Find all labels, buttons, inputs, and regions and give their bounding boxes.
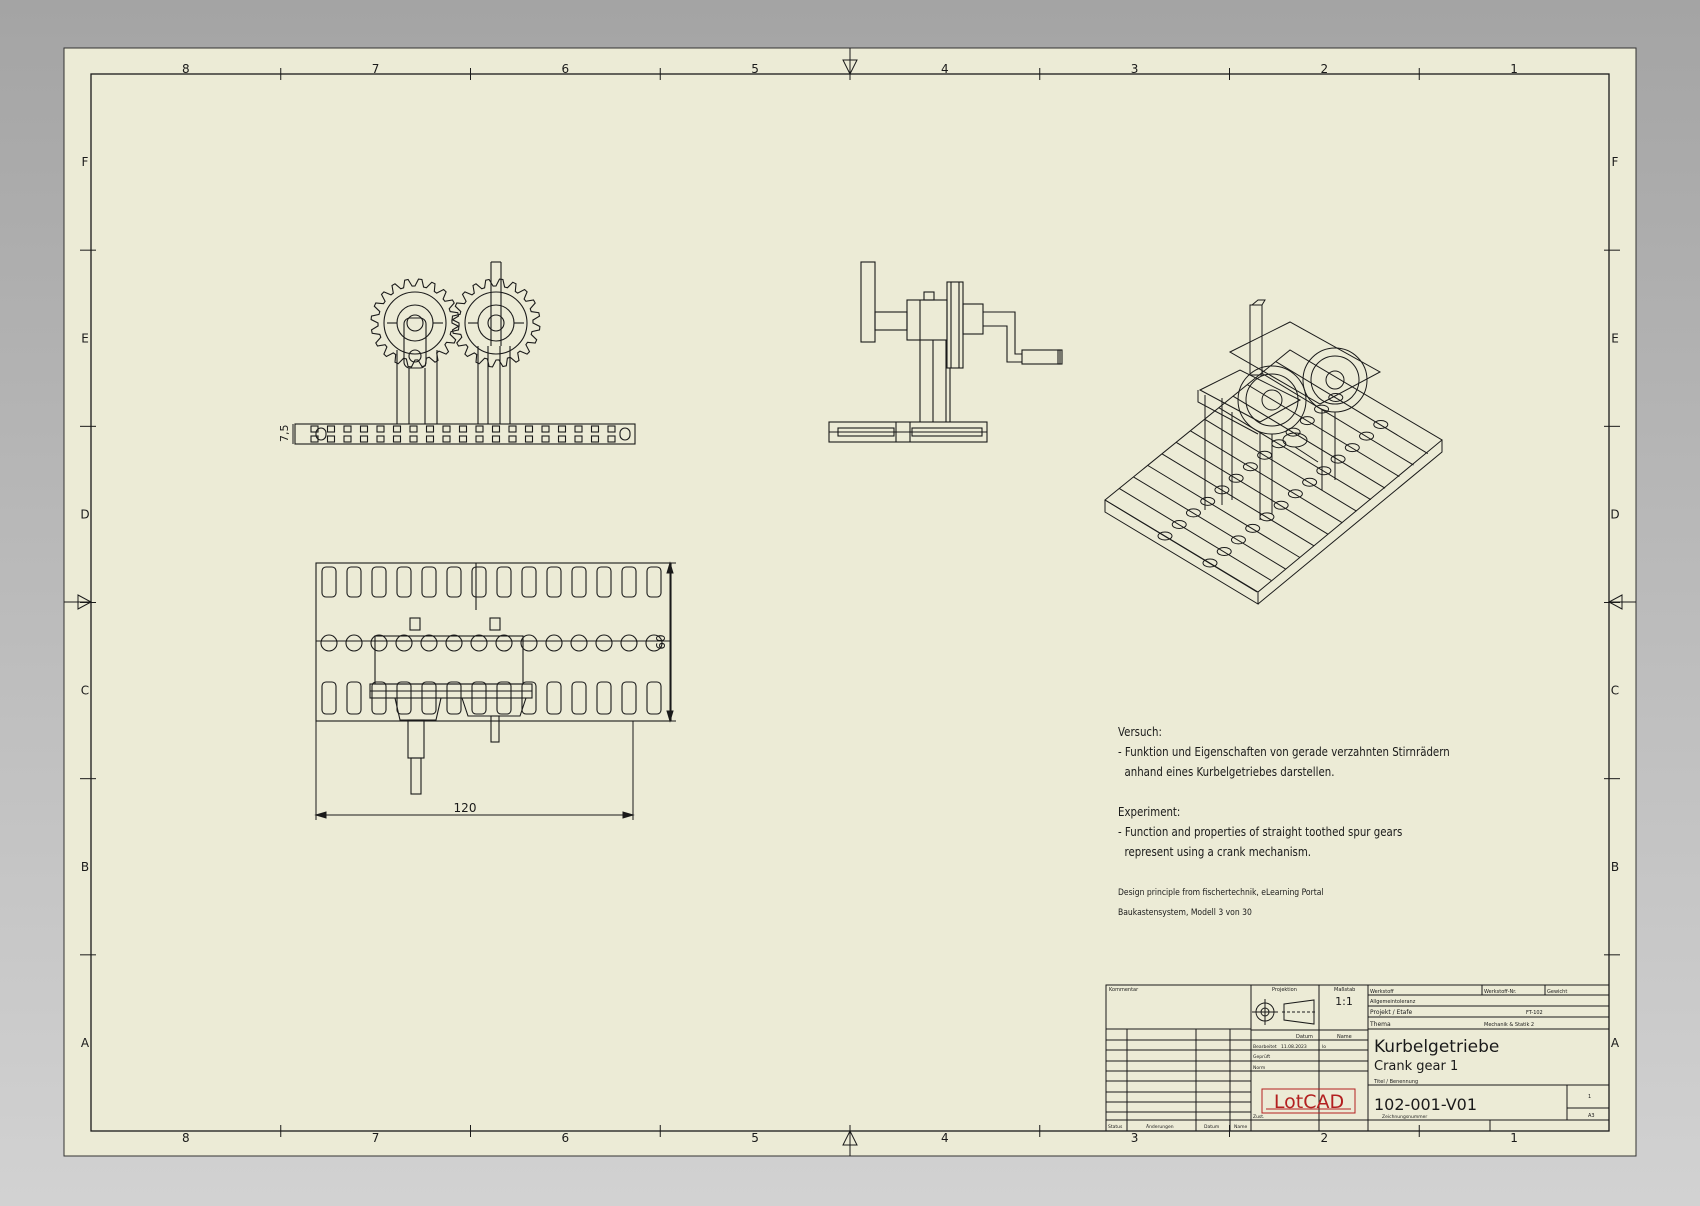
tb-allgemeintoleranz: Allgemeintoleranz (1370, 999, 1416, 1005)
tb-blatt: 1 (1588, 1094, 1591, 1100)
centering-marks (64, 48, 1636, 1156)
tb-name: Name (1337, 1034, 1352, 1040)
tb-bearbeitet-date: 11.08.2023 (1281, 1044, 1307, 1050)
zone-col-label: 5 (751, 1131, 759, 1145)
versuch-line2: anhand eines Kurbelgetriebes darstellen. (1118, 765, 1335, 779)
zone-col-label: 6 (562, 62, 570, 76)
zone-col-label: 8 (182, 62, 190, 76)
tb-name2: Name (1234, 1124, 1248, 1130)
tb-projekt-label: Projekt / Etafe (1370, 1009, 1412, 1016)
title-block-text: Kommentar Projektion Maßstab 1:1 Werksto… (1108, 987, 1595, 1130)
zone-col-label: 6 (562, 1131, 570, 1145)
zone-col-label: 3 (1131, 62, 1139, 76)
zone-col-label: 1 (1510, 1131, 1518, 1145)
tb-drawing-no: 102-001-V01 (1374, 1095, 1477, 1114)
zone-col-label: 2 (1321, 1131, 1329, 1145)
zone-col-label: 7 (372, 62, 380, 76)
tb-massstab-label: Maßstab (1334, 987, 1355, 993)
experiment-line1: - Function and properties of straight to… (1118, 825, 1403, 839)
tb-gewicht: Gewicht (1547, 989, 1567, 995)
zone-col-label: 7 (372, 1131, 380, 1145)
zone-row-label: F (82, 155, 89, 169)
dim-width-120: 120 (454, 801, 477, 815)
dim-7-5: 7,5 (278, 425, 291, 443)
top-view (315, 562, 672, 795)
tb-massstab: 1:1 (1335, 995, 1353, 1008)
zone-col-label: 2 (1321, 62, 1329, 76)
tb-kommentar: Kommentar (1109, 987, 1139, 993)
title-block (1105, 984, 1610, 1132)
zone-row-label: C (1611, 684, 1619, 698)
zone-row-label: A (1611, 1036, 1620, 1050)
tb-title-en: Crank gear 1 (1374, 1059, 1458, 1074)
dim-height-60: 60 (654, 634, 668, 649)
tb-subtitle: Titel / Benennung (1373, 1079, 1418, 1085)
tb-zust: Zust. (1253, 1114, 1264, 1120)
zone-row-label: C (81, 684, 89, 698)
zone-row-label: F (1612, 155, 1619, 169)
zone-row-label: E (1611, 331, 1619, 345)
tb-status: Status (1108, 1124, 1123, 1130)
paper (63, 47, 1637, 1157)
tb-logo: LotCAD (1274, 1091, 1344, 1113)
tb-thema-label: Thema (1369, 1021, 1391, 1028)
zone-col-label: 3 (1131, 1131, 1139, 1145)
tb-datum: Datum (1296, 1034, 1313, 1040)
zone-row-label: B (1611, 860, 1619, 874)
tb-format: A3 (1588, 1113, 1595, 1119)
experiment-line2: represent using a crank mechanism. (1118, 845, 1312, 859)
zone-col-label: 1 (1510, 62, 1518, 76)
side-view (828, 261, 1063, 443)
zone-col-label: 5 (751, 62, 759, 76)
zone-row-label: D (80, 507, 89, 521)
zone-row-label: D (1610, 507, 1619, 521)
tb-bearbeitet-name: lo (1322, 1044, 1326, 1050)
isometric-view (1104, 299, 1443, 605)
versuch-title: Versuch: (1118, 725, 1162, 739)
tb-title-de: Kurbelgetriebe (1374, 1037, 1499, 1057)
tb-aenderungen: Änderungen (1146, 1123, 1174, 1130)
dimension-lines (314, 561, 676, 820)
credit-line1: Design principle from fischertechnik, eL… (1118, 888, 1324, 898)
tb-projektion: Projektion (1272, 987, 1297, 993)
tb-werkstoff-nr: Werkstoff-Nr. (1484, 989, 1517, 995)
tb-norm: Norm (1253, 1065, 1265, 1071)
zone-col-label: 4 (941, 62, 949, 76)
tb-bearbeitet: Bearbeitet (1253, 1044, 1277, 1050)
zone-col-label: 4 (941, 1131, 949, 1145)
front-view (294, 261, 636, 445)
experiment-title: Experiment: (1118, 805, 1181, 819)
tb-datum2: Datum (1204, 1124, 1219, 1130)
zone-row-label: E (81, 331, 89, 345)
zone-col-label: 8 (182, 1131, 190, 1145)
spur-gear-right (451, 278, 541, 368)
tb-projekt-value: FT-102 (1526, 1010, 1543, 1016)
versuch-line1: - Funktion und Eigenschaften von gerade … (1118, 745, 1450, 759)
tb-drawing-no-label: Zeichnungsnummer (1382, 1114, 1427, 1120)
tb-thema-value: Mechanik & Statik 2 (1484, 1022, 1534, 1028)
zone-row-label: A (81, 1036, 90, 1050)
credit-line2: Baukastensystem, Modell 3 von 30 (1118, 908, 1252, 918)
tb-geprueft: Geprüft (1253, 1054, 1270, 1060)
tb-werkstoff: Werkstoff (1370, 989, 1394, 995)
zone-row-label: B (81, 860, 89, 874)
